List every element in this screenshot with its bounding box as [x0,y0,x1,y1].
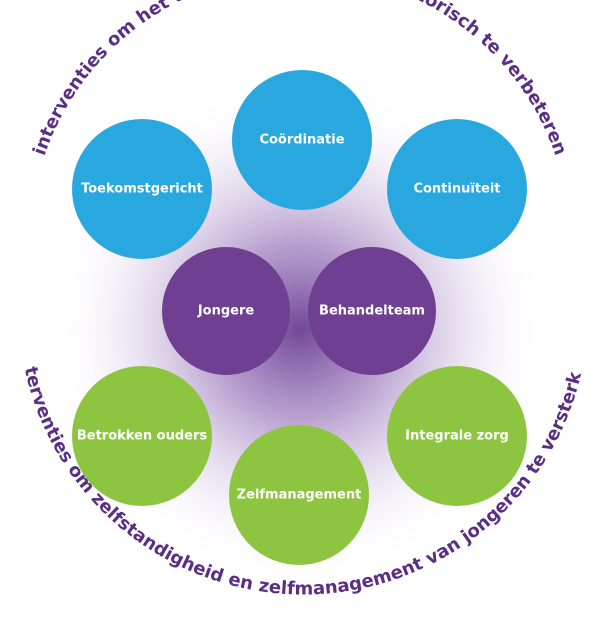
svg-text:Behandelteam: Behandelteam [319,304,425,319]
node-continuiteit: Continuïteit [387,119,527,259]
node-jongere: Jongere [162,247,290,375]
svg-text:Betrokken ouders: Betrokken ouders [77,429,208,444]
node-integrale-zorg: Integrale zorg [387,366,527,506]
svg-text:Integrale zorg: Integrale zorg [405,429,509,444]
svg-text:Coördinatie: Coördinatie [259,133,344,148]
svg-text:Toekomstgericht: Toekomstgericht [81,182,203,197]
node-betrokken-ouders: Betrokken ouders [72,366,212,506]
node-zelfmanagement: Zelfmanagement [229,425,369,565]
svg-text:Zelfmanagement: Zelfmanagement [237,488,362,503]
node-toekomstgericht: Toekomstgericht [72,119,212,259]
node-coordinatie: Coördinatie [232,70,372,210]
svg-text:Continuïteit: Continuïteit [413,182,500,197]
node-behandelteam: Behandelteam [308,247,436,375]
svg-text:Jongere: Jongere [197,304,255,319]
